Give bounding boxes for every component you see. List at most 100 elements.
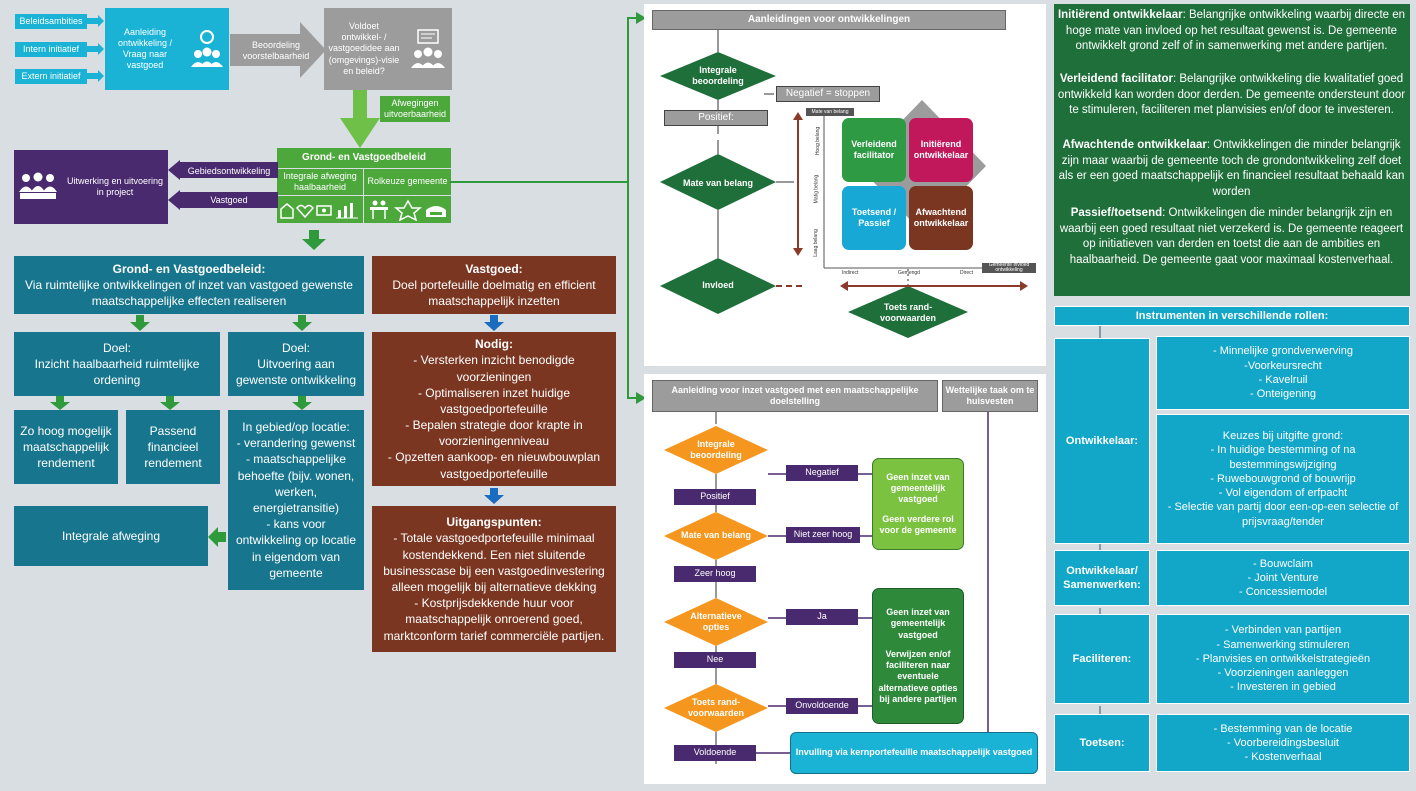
role-initierend: Initiërend ontwikkelaar: Belangrijke ont… xyxy=(1057,9,1406,53)
aanleiding-box: Aanleiding ontwikkeling / Vraag naar vas… xyxy=(105,8,185,90)
flow2-shapes xyxy=(664,412,989,764)
role-verleidend: Verleidend facilitator: Belangrijke ontw… xyxy=(1057,73,1406,117)
matrix-x-tick-direct: Direct xyxy=(960,270,974,276)
quadrant-afwachtend: Afwachtend ontwikkelaar xyxy=(909,186,973,250)
arrow-passend xyxy=(160,396,180,410)
instr-f-5: - Investeren in gebied xyxy=(1230,681,1336,694)
gebied-line-1: In gebied/op locatie: xyxy=(242,420,350,435)
doel1-title: Doel: xyxy=(102,340,131,355)
arrow-beoordeling xyxy=(230,22,326,78)
flow2-onvoldoende-box: Onvoldoende xyxy=(786,698,858,714)
beoordeling-label: Beoordeling voorstelbaarheid xyxy=(242,40,310,62)
role-afwachtende-text: Ontwikkelingen die minder belangrijk zij… xyxy=(1058,139,1405,198)
matrix-y-tick-high: Hoog belang xyxy=(815,126,822,156)
instr-ontwikkelaar-items2: Keuzes bij uitgifte grond: - In huidige … xyxy=(1156,414,1410,544)
roles-panel xyxy=(1054,4,1410,296)
role-passief-text: Ontwikkelingen die minder belangrijk zij… xyxy=(1059,207,1404,266)
instr-role-ontwikkelaar: Ontwikkelaar: xyxy=(1054,338,1150,544)
matrix-x-tick-indirect: Indirect xyxy=(842,270,859,276)
gebiedsontwikkeling-label: Gebiedsontwikkeling xyxy=(187,166,271,176)
left-header-text: Via ruimtelijke ontwikkelingen of inzet … xyxy=(25,277,353,309)
instr-o-1: - Minnelijke grondverwerving xyxy=(1212,345,1353,358)
matrix-x-tick-gemengd: Gemengd xyxy=(898,270,920,276)
doel2-box: Doel: Uitvoering aan gewenste ontwikkeli… xyxy=(228,332,364,396)
arrow-doel1 xyxy=(130,315,150,331)
gebied-line-2: - verandering gewenst xyxy=(236,436,356,451)
input-intern-initiatief: Intern initiatief xyxy=(15,42,87,57)
geen1-box: Geen inzet van gemeentelijk vastgoed Gee… xyxy=(872,458,964,550)
vastgoed-text: Doel portefeuille doelmatig en efficient… xyxy=(392,277,596,309)
integrale-afweging-label: Integrale afweging haalbaarheid xyxy=(277,169,363,195)
role-afwachtende-name: Afwachtende ontwikkelaar xyxy=(1062,139,1207,151)
idea-people-icon xyxy=(191,30,223,67)
passend-box: Passend financieel rendement xyxy=(126,410,220,484)
arrow-nodig xyxy=(484,315,504,331)
role-verleidend-name: Verleidend facilitator xyxy=(1059,73,1173,85)
arrow-down-green-top xyxy=(340,90,380,148)
instr-t-3: - Kostenverhaal xyxy=(1244,751,1322,764)
beleid-icons-right xyxy=(364,196,451,223)
instr-s-2: - Joint Venture xyxy=(1247,571,1319,584)
instr-o-4: - Onteigening xyxy=(1249,388,1317,401)
meeting-icon xyxy=(19,172,57,199)
instr-samenwerken-items: - Bouwclaim - Joint Venture - Concessiem… xyxy=(1156,550,1410,606)
flow2-toets-label: Toets rand-voorwaarden xyxy=(687,696,745,718)
role-initierend-name: Initiërend ontwikkelaar xyxy=(1057,9,1183,21)
arrow-gebiedsontwikkeling xyxy=(168,160,278,180)
arrow-left-integrale xyxy=(208,527,226,547)
input-arrows xyxy=(86,15,104,82)
flow1-toets-label: Toets rand-voorwaarden xyxy=(879,301,937,323)
arrow-doel2 xyxy=(292,315,312,331)
arrow-down-beleid xyxy=(302,230,326,250)
role-icons xyxy=(369,198,446,221)
doel1-text: Inzicht haalbaarheid ruimtelijke ordenin… xyxy=(34,356,200,388)
flow1-mate-label: Mate van belang xyxy=(682,178,754,189)
instr-o2-3: - Ruwebouwgrond of bouwrijp xyxy=(1210,472,1356,485)
instr-f-1: - Verbinden van partijen xyxy=(1224,624,1342,637)
instr-role-toetsen: Toetsen: xyxy=(1054,714,1150,772)
instr-s-3: - Concessiemodel xyxy=(1238,586,1328,599)
beleid-title: Grond- en Vastgoedbeleid xyxy=(277,148,451,168)
instr-t-2: - Voorbereidingsbesluit xyxy=(1227,736,1339,749)
flow2-title: Aanleiding voor inzet vastgoed met een m… xyxy=(652,380,938,412)
flow2-positief-box: Positief xyxy=(674,489,756,505)
voldoet-icon-box xyxy=(404,8,452,90)
matrix-y-tick-mid: Matig belang xyxy=(813,174,820,204)
nodig-line-2: - Optimaliseren inzet huidige vastgoedpo… xyxy=(417,385,571,416)
quadrant-toetsend: Toetsend / Passief xyxy=(842,186,906,250)
left-header-title: Grond- en Vastgoedbeleid: xyxy=(112,261,266,276)
input-extern-initiatief: Extern initiatief xyxy=(15,69,87,84)
flow1-title: Aanleidingen voor ontwikkelingen xyxy=(652,10,1006,30)
instr-t-1: - Bestemming van de locatie xyxy=(1213,722,1353,735)
quadrant-initierend: Initiërend ontwikkelaar xyxy=(909,118,973,182)
geen2-line-2: Verwijzen en/of faciliteren naar eventue… xyxy=(878,648,958,704)
beleid-icons-left xyxy=(277,196,363,223)
zo-hoog-box: Zo hoog mogelijk maatschappelijk rendeme… xyxy=(14,410,118,484)
quadrant-verleidend: Verleidend facilitator xyxy=(842,118,906,182)
afwegingen-box: Afwegingen uitvoerbaarheid xyxy=(380,96,450,122)
instr-o2-5: - Selectie van partij door een-op-een se… xyxy=(1167,501,1399,528)
rolkeuze-label: Rolkeuze gemeente xyxy=(364,169,451,195)
instr-role-faciliteren: Faciliteren: xyxy=(1054,614,1150,704)
instr-f-2: - Samenwerking stimuleren xyxy=(1216,638,1350,651)
flow2-zeer-hoog-box: Zeer hoog xyxy=(674,566,756,582)
speech-group-icon xyxy=(411,29,445,68)
uitgang-line-2: - Kostprijsdekkende huur voor maatschapp… xyxy=(383,596,605,643)
arrow-uitgang xyxy=(484,488,504,504)
role-passief: Passief/toetsend: Ontwikkelingen die min… xyxy=(1059,207,1404,266)
instr-role-samenwerken: Ontwikkelaar/ Samenwerken: xyxy=(1054,550,1150,606)
gebied-line-3: - maatschappelijke behoefte (bijv. wonen… xyxy=(237,452,355,515)
geen2-line-1: Geen inzet van gemeentelijk vastgoed xyxy=(886,607,950,640)
matrix-x-label: Gemeente invloed ontwikkeling xyxy=(982,263,1036,273)
nodig-line-4: - Opzetten aankoop- en nieuwbouwplan vas… xyxy=(387,450,601,481)
arrow-gebied xyxy=(292,396,312,410)
flow2-niet-zeer-hoog-box: Niet zeer hoog xyxy=(786,527,860,543)
nodig-line-1: - Versterken inzicht benodigde voorzieni… xyxy=(413,353,575,384)
flow2-ja-box: Ja xyxy=(786,609,858,625)
instrumenten-title: Instrumenten in verschillende rollen: xyxy=(1054,306,1410,326)
flow1-invloed-label: Invloed xyxy=(702,280,734,291)
uitgang-title: Uitgangspunten: xyxy=(446,515,542,530)
geen1-line-2: Geen verdere rol voor de gemeente xyxy=(879,513,957,535)
flow1-positief-box: Positief: xyxy=(664,110,768,126)
doel2-text: Uitvoering aan gewenste ontwikkeling xyxy=(235,356,357,388)
